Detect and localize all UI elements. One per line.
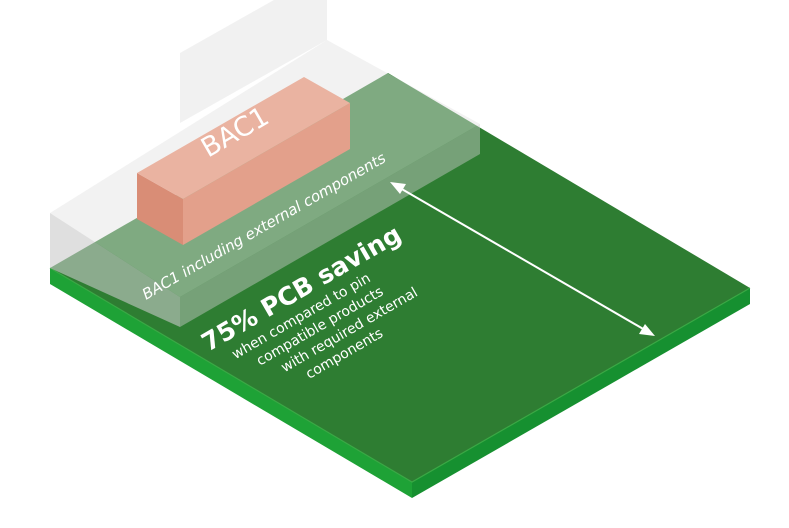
double-headed-arrow-icon bbox=[390, 182, 655, 336]
footprint-front-face bbox=[50, 213, 180, 327]
pcb-left-side bbox=[50, 268, 412, 498]
chip-right-face bbox=[183, 103, 350, 245]
pcb-top-edge bbox=[49, 267, 751, 483]
chip-top-face bbox=[137, 77, 350, 199]
footprint-overlay-front: BAC1 including external components bbox=[50, 124, 480, 327]
pcb-right-side bbox=[412, 288, 750, 498]
footprint-back-face bbox=[180, 0, 327, 123]
chip-front-face bbox=[137, 173, 183, 245]
footprint-right-face bbox=[180, 124, 480, 327]
